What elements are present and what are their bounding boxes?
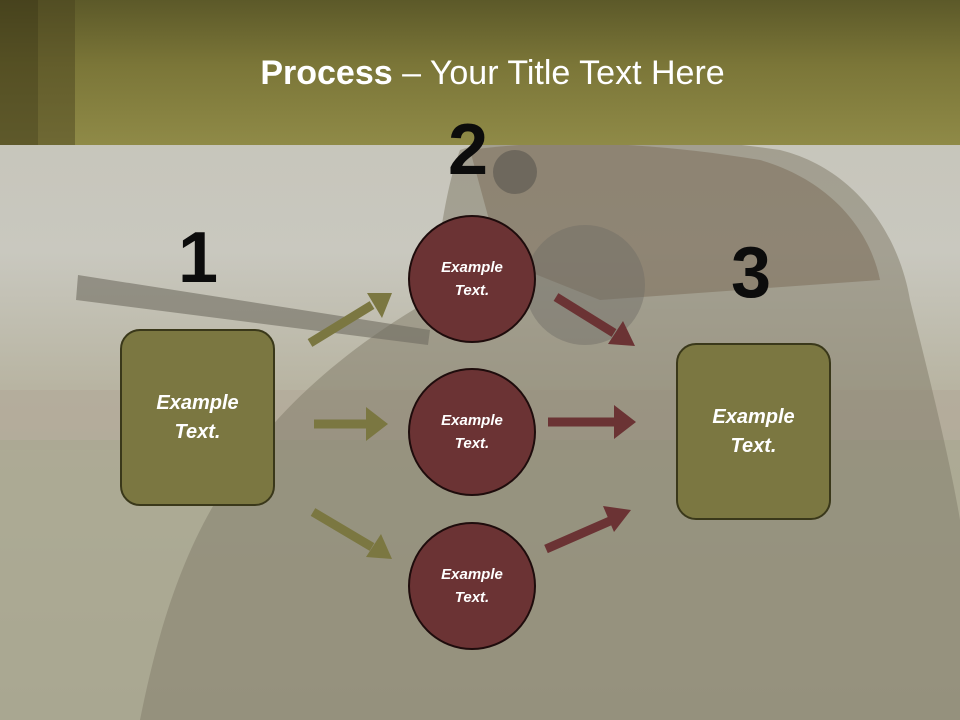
circle-3: Example Text. <box>408 522 536 650</box>
arrow-maroon-up-right-head <box>603 506 631 532</box>
arrow-maroon-right-head <box>614 405 636 439</box>
title-bar: Process – Your Title Text Here <box>0 0 960 145</box>
arrow-maroon-down-right-head <box>608 321 635 346</box>
circle-1-text: Example Text. <box>441 259 503 299</box>
circle-3-text: Example Text. <box>441 566 503 606</box>
header-accent-block <box>0 0 38 145</box>
step-number-2: 2 <box>448 110 489 190</box>
circle-2: Example Text. <box>408 368 536 496</box>
step-box-3: Example Text. <box>676 343 831 520</box>
step-number-1: 1 <box>178 218 219 298</box>
title-rest: – Your Title Text Here <box>392 54 725 92</box>
arrow-down-right-head <box>366 534 392 559</box>
circle-1: Example Text. <box>408 215 536 343</box>
arrow-maroon-up-right <box>544 516 612 554</box>
step-box-1-text: Example Text. <box>156 391 239 443</box>
arrow-maroon-down-right <box>553 293 617 337</box>
arrow-up-right <box>307 301 375 347</box>
step-number-3: 3 <box>731 233 772 313</box>
circle-2-text: Example Text. <box>441 412 503 452</box>
step-box-3-text: Example Text. <box>712 405 795 457</box>
header-accent-block <box>38 0 75 145</box>
arrow-down-right <box>310 508 375 551</box>
step-box-1: Example Text. <box>120 329 275 506</box>
title-bold: Process <box>260 54 393 92</box>
slide-title: Process – Your Title Text Here <box>0 54 960 93</box>
arrow-right-head <box>366 407 388 441</box>
arrow-up-right-head <box>367 293 392 318</box>
